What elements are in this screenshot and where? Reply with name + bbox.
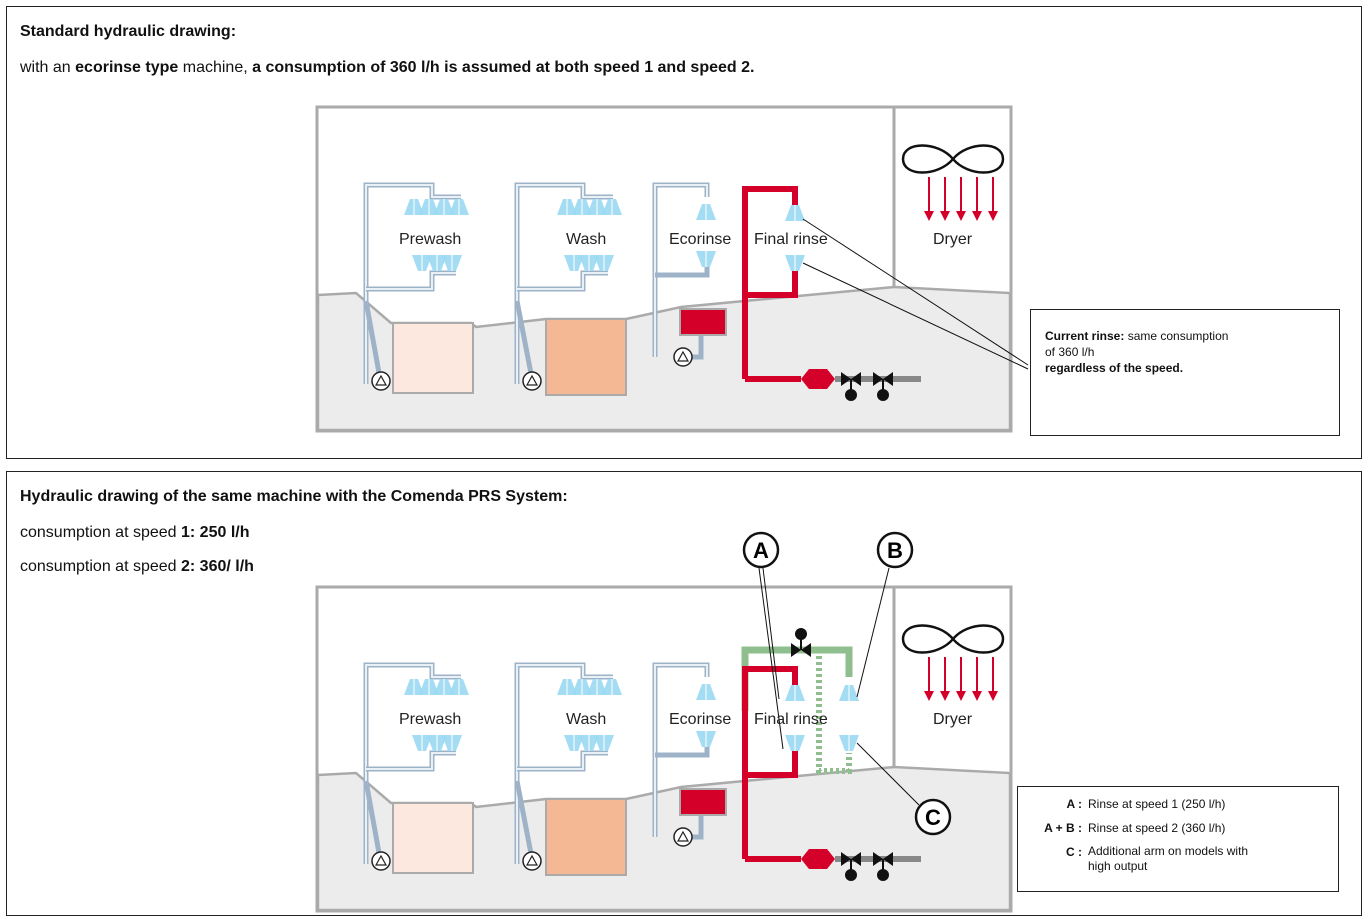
callout-a-label: A (753, 538, 769, 563)
zone-label-wash: Wash (566, 231, 606, 248)
speed2-consumption: consumption at speed 2: 360/ l/h (20, 558, 254, 575)
zone-label-final-rinse: Final rinse (754, 231, 828, 248)
zone-label-final-rinse: Final rinse (754, 711, 828, 728)
panel-title: Standard hydraulic drawing: (20, 23, 237, 40)
callout-b-circle (876, 531, 914, 569)
zone-label-dryer: Dryer (933, 231, 973, 248)
prs-drawing-panel: Hydraulic drawing of the same machine wi… (6, 471, 1362, 916)
hydraulic-diagram-standard: Prewash Wash Ecorinse Final rinse Dryer (7, 7, 1029, 460)
panel-title: Hydraulic drawing of the same machine wi… (20, 488, 568, 505)
legend-box: A : Rinse at speed 1 (250 l/h) A + B : R… (1017, 786, 1339, 892)
zone-label-dryer: Dryer (933, 711, 973, 728)
zone-label-wash: Wash (566, 711, 606, 728)
callout-b-label: B (887, 538, 903, 563)
speed1-consumption: consumption at speed 1: 250 l/h (20, 524, 250, 541)
zone-label-ecorinse: Ecorinse (669, 231, 731, 248)
callout-c-label: C (925, 805, 941, 830)
current-rinse-note: Current rinse: same consumption of 360 l… (1030, 309, 1340, 436)
zone-label-prewash: Prewash (399, 711, 461, 728)
callout-c-circle (914, 798, 952, 836)
zone-label-ecorinse: Ecorinse (669, 711, 731, 728)
standard-drawing-panel: Standard hydraulic drawing: with an ecor… (6, 6, 1362, 459)
zone-label-prewash: Prewash (399, 231, 461, 248)
callout-a-circle (742, 531, 780, 569)
hydraulic-diagram-prs: A B C Prewash Wash Ecorinse Final rinse … (7, 531, 1363, 917)
panel-description: with an ecorinse type machine, a consump… (20, 59, 755, 76)
